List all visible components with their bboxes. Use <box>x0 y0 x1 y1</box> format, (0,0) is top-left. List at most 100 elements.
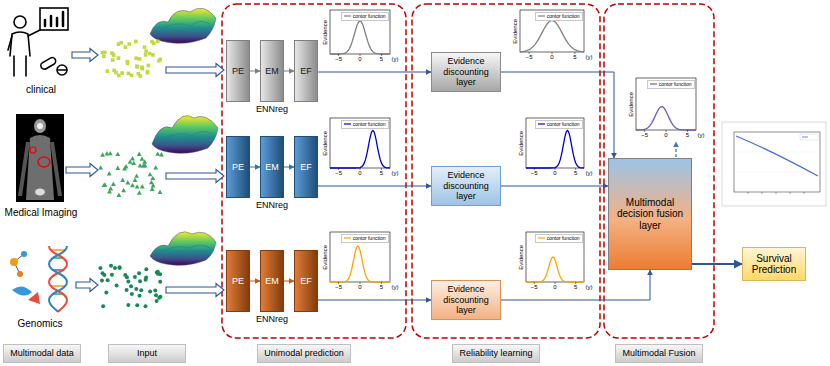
connector <box>284 281 294 282</box>
evidence-plot <box>636 78 696 132</box>
tick-label: −5 <box>335 170 342 177</box>
tick-label: 5 <box>686 132 689 139</box>
model-block: ENNreg PE EM EF <box>226 40 318 124</box>
layer-box: PE <box>226 250 250 312</box>
layer-name: EF <box>300 276 312 286</box>
discount-layer: Evidence discounting layer <box>431 166 501 206</box>
layer-name: EM <box>265 162 279 172</box>
block-title: ENNreg <box>226 201 318 211</box>
tick-label: 0 <box>553 170 556 177</box>
tick-label: −5 <box>531 284 538 291</box>
stage-label: Multimodal Fusion <box>615 344 703 363</box>
stage-label: Unimodal prediction <box>257 344 351 363</box>
likelihood-surface <box>152 116 218 154</box>
axis-title: Evidence <box>628 92 635 117</box>
plot-legend: contor function <box>535 12 582 21</box>
connector <box>318 186 431 187</box>
plot-legend: contor function <box>535 234 582 243</box>
data-cloud <box>98 151 164 197</box>
connector <box>284 167 294 168</box>
discount-layer: Evidence discounting layer <box>431 280 501 320</box>
generated-art <box>66 10 696 308</box>
model-block: ENNregPEEMEF <box>226 136 318 220</box>
data-cloud <box>98 264 162 309</box>
layer-name: PE <box>232 66 244 76</box>
tick-label: −5 <box>335 284 342 291</box>
evidence-plot <box>330 232 390 284</box>
data-cloud <box>101 40 162 78</box>
axis-title: Evidence <box>512 19 519 44</box>
connector <box>318 72 431 73</box>
tick-label: −5 <box>526 54 533 61</box>
box-text: Multimodal decision fusion layer <box>612 197 688 232</box>
evidence-plot <box>520 10 584 54</box>
legend-swatch <box>538 236 545 240</box>
tick-label: 5 <box>380 284 383 291</box>
legend-text: contor function <box>547 236 580 241</box>
block-title: ENNreg <box>226 105 318 115</box>
connector <box>692 263 742 265</box>
tick-label: 0 <box>358 56 361 63</box>
plot-legend: contor function <box>647 80 694 89</box>
tick-label: 0 <box>358 284 361 291</box>
legend-swatch <box>650 82 657 86</box>
layer-box: EM <box>260 40 284 102</box>
layer-name: EM <box>265 66 279 76</box>
hollow-arrow <box>72 49 98 62</box>
axis-unit: (y) <box>392 56 399 63</box>
evidence-plot <box>330 118 390 170</box>
layer-box: EF <box>294 40 318 102</box>
modality-label: Medical Imaging <box>5 207 78 218</box>
plot-legend: contor function <box>341 234 388 243</box>
evidence-plot <box>526 232 584 284</box>
connector <box>501 72 614 158</box>
dashed-region <box>604 4 714 338</box>
box-text: Evidence discounting layer <box>435 284 497 315</box>
axis-title: Evidence <box>518 131 525 156</box>
legend-text: contor function <box>547 14 580 19</box>
likelihood-surface <box>150 232 216 266</box>
layer-name: PE <box>232 276 244 286</box>
stage-label: Reliability learning <box>452 344 540 363</box>
layer-box: EM <box>260 136 284 198</box>
axis-unit: (y) <box>586 170 593 177</box>
dashed-region <box>222 4 406 338</box>
legend-swatch <box>538 14 545 18</box>
plot-legend: contor function <box>341 12 388 21</box>
layer-box: PE <box>226 136 250 198</box>
box-text: Unimodal prediction <box>264 348 344 358</box>
layer-name: EM <box>265 276 279 286</box>
stage-label: Input <box>108 344 186 363</box>
box-text: Reliability learning <box>459 348 532 358</box>
fusion-layer: Multimodal decision fusion layer <box>608 158 692 270</box>
layer-box: PE <box>226 40 250 102</box>
hollow-arrow <box>66 164 98 177</box>
connector <box>250 167 260 168</box>
layer-box: EM <box>260 250 284 312</box>
clinical-icon <box>8 8 68 76</box>
plot-legend: contor function <box>341 120 388 129</box>
axis-title: Evidence <box>518 245 525 270</box>
modality-label: clinical <box>26 84 56 95</box>
layer-name: EF <box>300 66 312 76</box>
legend-swatch <box>344 14 351 18</box>
tick-label: −5 <box>531 170 538 177</box>
legend-swatch <box>538 122 545 126</box>
axis-unit: (y) <box>586 284 593 291</box>
connector <box>250 281 260 282</box>
imaging-icon <box>16 114 64 202</box>
discount-layer: Evidence discounting layer <box>431 52 501 92</box>
survival-curve-plot <box>722 122 826 206</box>
hollow-arrow <box>166 170 224 183</box>
output-box: Survival Prediction <box>742 247 806 281</box>
hollow-arrow <box>166 284 224 297</box>
block-title: ENNreg <box>226 315 318 325</box>
axis-unit: (y) <box>392 284 399 291</box>
box-text: Multimodal data <box>10 348 74 358</box>
model-block: ENNreg PE EM EF <box>226 250 318 334</box>
tick-label: 0 <box>358 170 361 177</box>
axis-unit: (y) <box>698 132 705 139</box>
plot-legend: contor function <box>535 120 582 129</box>
legend-text: contor function <box>659 82 692 87</box>
